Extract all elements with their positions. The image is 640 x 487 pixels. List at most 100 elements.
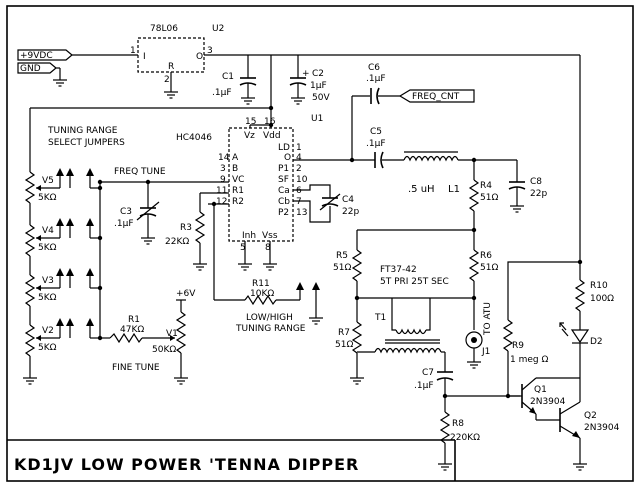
svg-text:1 meg Ω: 1 meg Ω (510, 355, 548, 365)
resistor-r3: R3 22KΩ (165, 193, 208, 271)
svg-text:T1: T1 (374, 313, 386, 323)
svg-text:.1μF: .1μF (212, 88, 232, 98)
capacitor-c5: C5 .1μF (366, 127, 386, 169)
svg-text:11: 11 (216, 186, 227, 196)
svg-text:V5: V5 (42, 176, 54, 186)
capacitor-c4: C4 22p (293, 184, 359, 223)
capacitor-c2: + C2 1μF 50V (289, 55, 330, 105)
tuning-range-label-2: TUNING RANGE (235, 324, 306, 334)
svg-text:C4: C4 (342, 195, 354, 205)
svg-text:C1: C1 (222, 72, 234, 82)
svg-text:13: 13 (296, 208, 307, 218)
svg-text:R7: R7 (338, 328, 350, 338)
capacitor-c8: C8 22p (508, 160, 547, 213)
pot-v1: +6V V1 50KΩ (152, 289, 196, 385)
svg-text:5KΩ: 5KΩ (38, 193, 57, 203)
svg-text:15: 15 (245, 117, 256, 127)
fine-tune-label: FINE TUNE (112, 363, 160, 373)
svg-text:.1μF: .1μF (366, 74, 386, 84)
svg-text:100Ω: 100Ω (590, 294, 614, 304)
svg-text:.1μF: .1μF (366, 139, 386, 149)
svg-text:1: 1 (296, 143, 302, 153)
svg-text:5KΩ: 5KΩ (38, 343, 57, 353)
tuning-range-label: TUNING RANGE (47, 126, 118, 136)
svg-text:A: A (232, 153, 239, 163)
svg-text:.5 uH: .5 uH (408, 184, 435, 195)
svg-text:220KΩ: 220KΩ (450, 433, 480, 443)
svg-text:7: 7 (296, 197, 302, 207)
transistor-q2: Q2 2N3904 (559, 378, 620, 471)
pot-v2: V2 5KΩ (24, 324, 60, 357)
svg-text:D2: D2 (590, 337, 603, 347)
low-high-label: LOW/HIGH (246, 313, 293, 323)
svg-text:51Ω: 51Ω (480, 263, 498, 273)
svg-text:FT37-42: FT37-42 (380, 265, 417, 275)
transformer-t1: FT37-42 5T PRI 25T SEC T1 (357, 265, 449, 354)
svg-text:5: 5 (240, 243, 246, 253)
freq-cnt-port (398, 89, 475, 103)
svg-text:HC4046: HC4046 (176, 133, 212, 143)
svg-text:12: 12 (216, 197, 227, 207)
svg-text:O: O (196, 52, 203, 62)
resistor-r4: R4 51Ω (468, 160, 498, 230)
svg-text:V2: V2 (42, 326, 54, 336)
svg-text:Vz: Vz (244, 131, 255, 141)
svg-text:R2: R2 (232, 197, 244, 207)
svg-text:R11: R11 (252, 279, 270, 289)
svg-text:R8: R8 (452, 419, 464, 429)
capacitor-c7: C7 .1μF (414, 368, 454, 396)
select-jumpers-label: SELECT JUMPERS (48, 138, 125, 148)
svg-text:SF: SF (278, 175, 289, 185)
svg-text:50KΩ: 50KΩ (152, 345, 176, 355)
resistor-r7: R7 51Ω (335, 298, 365, 385)
to-atu-label: TO ATU (483, 302, 493, 336)
pot-v4: V4 5KΩ (24, 224, 60, 257)
regulator-u2: 78L06 U2 1 I O 3 R 2 (130, 24, 581, 260)
svg-text:V1: V1 (166, 329, 178, 339)
svg-text:Inh: Inh (242, 231, 256, 241)
freq-cnt-label: FREQ_CNT (412, 92, 460, 102)
svg-text:50V: 50V (312, 93, 330, 103)
svg-text:Q2: Q2 (584, 411, 597, 421)
svg-text:VC: VC (232, 175, 244, 185)
svg-text:R5: R5 (336, 251, 348, 261)
svg-text:.1μF: .1μF (414, 381, 434, 391)
svg-text:P2: P2 (278, 208, 289, 218)
svg-text:.1μF: .1μF (114, 219, 134, 229)
jumper-headers (56, 168, 94, 338)
svg-text:Vdd: Vdd (263, 131, 281, 141)
resistor-r10: R10 100Ω (574, 262, 614, 330)
svg-text:2N3904: 2N3904 (530, 397, 566, 407)
drawing-frame (6, 5, 634, 482)
svg-text:V4: V4 (42, 226, 54, 236)
resistor-r1: R1 47KΩ (109, 315, 144, 344)
svg-text:Cb: Cb (278, 197, 290, 207)
svg-text:L1: L1 (448, 184, 460, 195)
svg-text:6: 6 (296, 186, 302, 196)
transistor-q1: Q1 2N3904 (508, 377, 566, 415)
resistor-r8: R8 220KΩ (437, 396, 480, 471)
drawing-title: KD1JV LOW POWER 'TENNA DIPPER (14, 455, 359, 474)
svg-text:P1: P1 (278, 164, 289, 174)
regulator-ref: U2 (212, 24, 224, 34)
svg-text:1: 1 (130, 46, 136, 56)
svg-text:51Ω: 51Ω (335, 340, 353, 350)
svg-text:Q1: Q1 (534, 385, 547, 395)
svg-text:C3: C3 (120, 207, 132, 217)
svg-text:C8: C8 (530, 177, 542, 187)
resistor-r5: R5 51Ω (333, 230, 363, 298)
svg-text:Ca: Ca (278, 186, 290, 196)
svg-text:2N3904: 2N3904 (584, 423, 620, 433)
inductor-l1: .5 uH L1 (403, 151, 460, 195)
pot-v5: V5 5KΩ (24, 171, 60, 204)
svg-text:C2: C2 (312, 69, 324, 79)
svg-text:R10: R10 (590, 281, 608, 291)
svg-text:51Ω: 51Ω (333, 263, 351, 273)
svg-text:4: 4 (296, 153, 302, 163)
svg-text:8: 8 (265, 243, 271, 253)
svg-text:R4: R4 (480, 181, 492, 191)
svg-text:22p: 22p (530, 189, 547, 199)
svg-text:O: O (284, 153, 291, 163)
svg-text:10KΩ: 10KΩ (250, 289, 274, 299)
